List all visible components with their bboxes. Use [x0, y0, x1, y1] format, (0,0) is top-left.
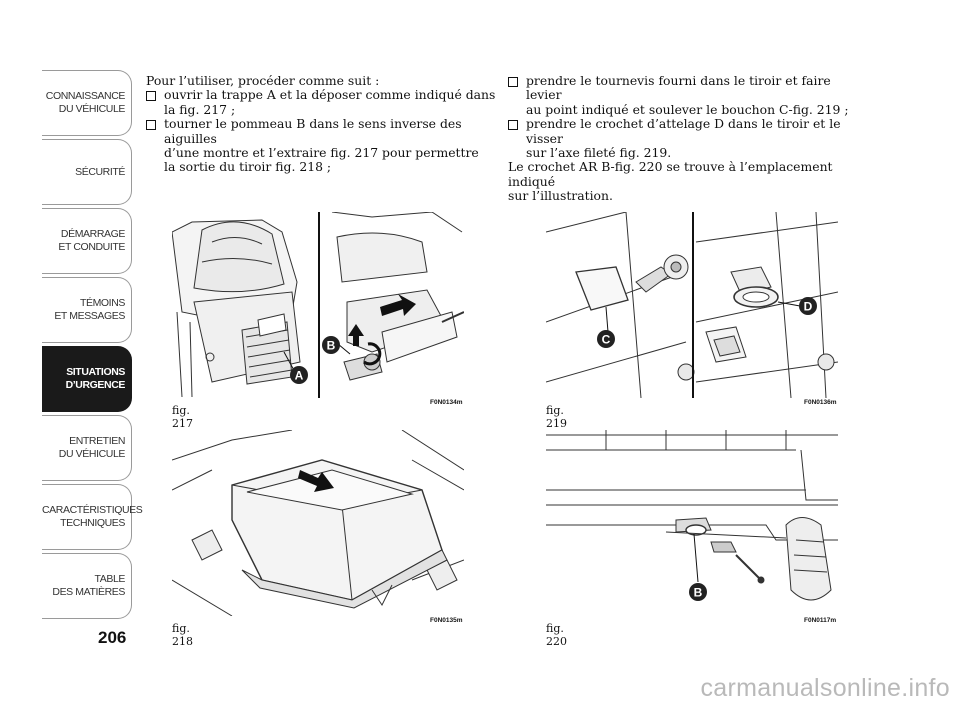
label-badge-b	[689, 583, 707, 601]
tab-label: ET MESSAGES	[54, 310, 125, 322]
checkbox-bullet-icon	[508, 77, 518, 87]
label-badge-c	[597, 330, 615, 348]
checkbox-bullet-icon	[508, 120, 518, 131]
figure-219-illustration: C D	[546, 212, 838, 398]
list-item: ouvrir la trappe A et la déposer comme i…	[146, 87, 496, 117]
bullet-line: au point indiqué et soulever le bouchon …	[526, 101, 849, 117]
tab-label: ENTRETIEN	[69, 435, 125, 447]
bullet-line: d’une montre et l’extraire fig. 217 pour…	[164, 145, 479, 161]
bumper-plug-illustration: C D	[546, 212, 838, 398]
tab-table-des-matieres[interactable]: TABLE DES MATIÈRES	[42, 553, 132, 619]
label-d: D	[804, 300, 813, 314]
outro-line: sur l’illustration.	[508, 188, 613, 204]
text-column-right: prendre le tournevis fourni dans le tiro…	[508, 73, 858, 204]
tab-label: DU VÉHICULE	[58, 103, 126, 115]
tab-label: DU VÉHICULE	[58, 448, 126, 460]
figure-code: F0N0135m	[430, 617, 463, 624]
list-item: prendre le crochet d’attelage D dans le …	[508, 117, 858, 160]
figure-220-illustration: B	[546, 430, 838, 616]
figure-caption: fig. 217	[172, 404, 193, 430]
tab-label: ET CONDUITE	[58, 241, 125, 253]
list-item: tourner le pommeau B dans le sens invers…	[146, 117, 496, 175]
checkbox-bullet-icon	[146, 120, 156, 131]
tab-label: CARACTÉRISTIQUES	[42, 504, 143, 516]
tab-label: TABLE	[94, 573, 126, 585]
intro-text: Pour l’utiliser, procéder comme suit :	[146, 73, 380, 88]
seat-drawer-illustration: A B	[172, 212, 464, 398]
figure-caption: fig. 218	[172, 622, 193, 648]
checkbox-bullet-icon	[146, 91, 156, 102]
tab-label: DES MATIÈRES	[52, 586, 125, 598]
label-badge-b	[322, 336, 340, 354]
figure-caption: fig. 220	[546, 622, 567, 648]
tab-securite[interactable]: SÉCURITÉ	[42, 139, 132, 205]
rear-hook-illustration: B	[546, 430, 838, 601]
figure-caption: fig. 219	[546, 404, 567, 430]
bullet-line: prendre le tournevis fourni dans le tiro…	[526, 73, 831, 103]
bullet-line: sur l’axe fileté fig. 219.	[526, 145, 672, 161]
tab-demarrage-et-conduite[interactable]: DÉMARRAGE ET CONDUITE	[42, 208, 132, 274]
tab-temoins-et-messages[interactable]: TÉMOINS ET MESSAGES	[42, 277, 132, 343]
tab-situations-d-urgence[interactable]: SITUATIONS D’URGENCE	[42, 346, 132, 412]
tab-caracteristiques-techniques[interactable]: CARACTÉRISTIQUES TECHNIQUES	[42, 484, 143, 550]
label-b: B	[327, 339, 336, 353]
figure-code: F0N0117m	[804, 617, 837, 624]
label-c: C	[602, 333, 611, 347]
tab-label: SITUATIONS	[66, 366, 125, 378]
tab-label: TECHNIQUES	[60, 517, 125, 529]
tab-label: D’URGENCE	[65, 379, 126, 391]
tab-label: TÉMOINS	[79, 297, 125, 309]
bullet-line: prendre le crochet d’attelage D dans le …	[526, 116, 841, 146]
figure-code: F0N0136m	[804, 399, 837, 406]
label-badge-a	[290, 366, 308, 384]
bullet-line: tourner le pommeau B dans le sens invers…	[164, 116, 462, 146]
bullet-line: la fig. 217 ;	[164, 101, 236, 117]
label-a: A	[295, 369, 304, 383]
drawer-illustration	[172, 430, 464, 616]
tab-entretien-du-vehicule[interactable]: ENTRETIEN DU VÉHICULE	[42, 415, 132, 481]
list-item: prendre le tournevis fourni dans le tiro…	[508, 73, 858, 117]
outro-line: Le crochet AR B-fig. 220 se trouve à l’e…	[508, 159, 833, 189]
page-number: 206	[98, 628, 127, 647]
bullet-line: ouvrir la trappe A et la déposer comme i…	[164, 87, 496, 103]
tab-connaissance-du-vehicule[interactable]: CONNAISSANCE DU VÉHICULE	[42, 70, 132, 136]
text-column-left: Pour l’utiliser, procéder comme suit : o…	[146, 73, 496, 175]
figure-code: F0N0134m	[430, 399, 463, 406]
tab-label: SÉCURITÉ	[75, 165, 125, 178]
figure-218-illustration	[172, 430, 464, 616]
label-b: B	[694, 586, 703, 600]
tab-label: CONNAISSANCE	[45, 90, 126, 102]
figure-217-illustration: A B	[172, 212, 464, 398]
label-badge-d	[799, 297, 817, 315]
tab-label: DÉMARRAGE	[60, 228, 125, 240]
bullet-line: la sortie du tiroir fig. 218 ;	[164, 159, 332, 175]
watermark: carmanualsonline.info	[700, 674, 950, 702]
